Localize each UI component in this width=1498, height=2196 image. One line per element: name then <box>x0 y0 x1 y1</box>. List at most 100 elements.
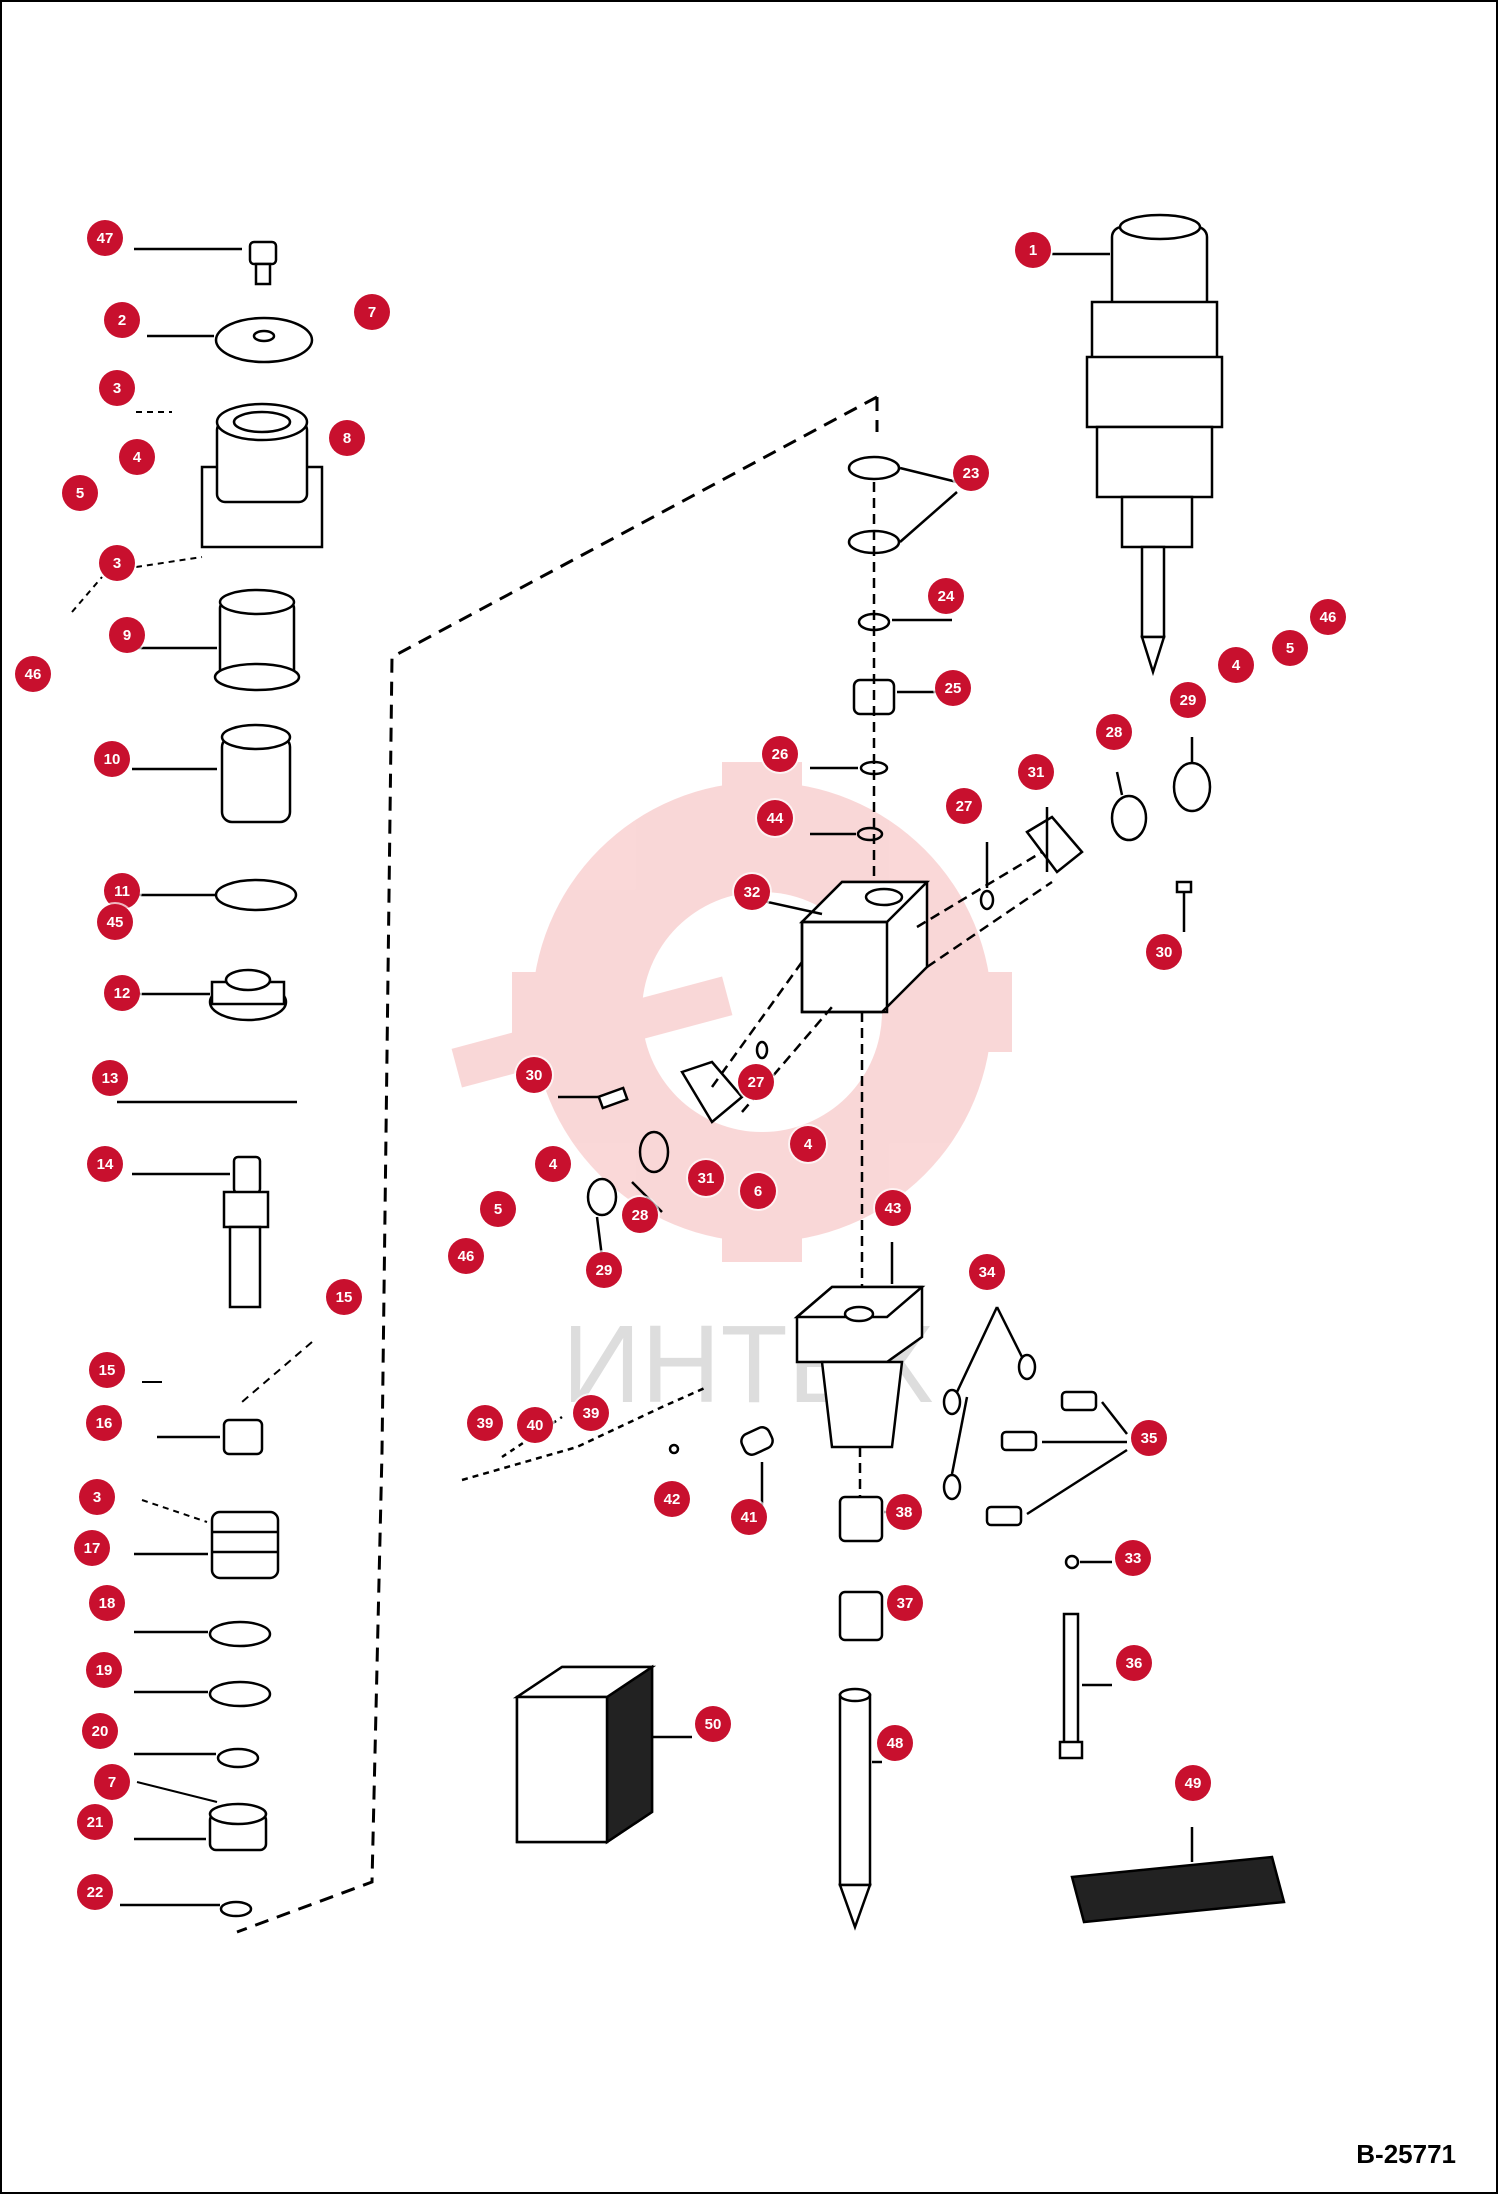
part-43-lower-body-icon <box>793 1285 926 1449</box>
callout-part-21[interactable]: 21 <box>77 1804 113 1840</box>
callout-part-26[interactable]: 26 <box>762 736 798 772</box>
callout-part-3[interactable]: 3 <box>99 370 135 406</box>
part-33-washer-icon <box>1064 1554 1080 1570</box>
part-44-ring-icon <box>856 826 884 842</box>
part-20-ring-icon <box>216 1747 260 1769</box>
callout-part-4[interactable]: 4 <box>790 1126 826 1162</box>
callout-part-34[interactable]: 34 <box>969 1254 1005 1290</box>
callout-part-29[interactable]: 29 <box>1170 682 1206 718</box>
callout-part-7[interactable]: 7 <box>354 294 390 330</box>
callout-part-18[interactable]: 18 <box>89 1585 125 1621</box>
callout-part-40[interactable]: 40 <box>517 1407 553 1443</box>
callout-part-50[interactable]: 50 <box>695 1706 731 1742</box>
part-41-pin-icon <box>740 1426 774 1456</box>
part-28-diaphragm-left-icon <box>638 1130 670 1174</box>
callout-part-1[interactable]: 1 <box>1015 232 1051 268</box>
part-17-stacked-ring-icon <box>210 1510 280 1580</box>
callout-part-10[interactable]: 10 <box>94 741 130 777</box>
part-38-bushing-icon <box>838 1495 884 1543</box>
part-32-valve-body-icon <box>798 880 931 1014</box>
drawing-id-label: B-25771 <box>1356 2139 1456 2169</box>
part-30-bolt-icon <box>1175 880 1193 894</box>
callout-part-2[interactable]: 2 <box>104 302 140 338</box>
callout-part-13[interactable]: 13 <box>92 1060 128 1096</box>
callout-part-15[interactable]: 15 <box>89 1352 125 1388</box>
callout-part-23[interactable]: 23 <box>953 455 989 491</box>
part-30-bolt-left-icon <box>597 1086 629 1110</box>
part-28-diaphragm-icon <box>1110 794 1148 842</box>
callout-part-48[interactable]: 48 <box>877 1725 913 1761</box>
callout-part-24[interactable]: 24 <box>928 578 964 614</box>
callout-part-6[interactable]: 6 <box>740 1173 776 1209</box>
part-50-manual-icon <box>512 1664 692 1845</box>
callout-part-43[interactable]: 43 <box>875 1190 911 1226</box>
callout-part-14[interactable]: 14 <box>87 1146 123 1182</box>
callout-part-38[interactable]: 38 <box>886 1494 922 1530</box>
part-47-bolt-icon <box>248 240 278 266</box>
callout-part-28[interactable]: 28 <box>1096 714 1132 750</box>
callout-part-22[interactable]: 22 <box>77 1874 113 1910</box>
callout-part-49[interactable]: 49 <box>1175 1765 1211 1801</box>
part-48-chisel-icon <box>838 1687 882 1931</box>
callout-part-8[interactable]: 8 <box>329 420 365 456</box>
callout-part-7[interactable]: 7 <box>94 1764 130 1800</box>
part-1-hydraulic-breaker-icon <box>1052 213 1224 677</box>
callout-part-31[interactable]: 31 <box>1018 754 1054 790</box>
part-16-bushing-icon <box>222 1418 264 1456</box>
callout-part-27[interactable]: 27 <box>738 1064 774 1100</box>
callout-part-36[interactable]: 36 <box>1116 1645 1152 1681</box>
callout-part-42[interactable]: 42 <box>654 1481 690 1517</box>
callout-part-20[interactable]: 20 <box>82 1713 118 1749</box>
callout-part-45[interactable]: 45 <box>97 904 133 940</box>
part-36-rod-icon <box>1062 1612 1080 1756</box>
callout-part-19[interactable]: 19 <box>86 1652 122 1688</box>
callout-part-11[interactable]: 11 <box>104 873 140 909</box>
dashed-assembly-path <box>236 395 879 1934</box>
callout-part-46[interactable]: 46 <box>15 656 51 692</box>
callout-part-4[interactable]: 4 <box>1218 647 1254 683</box>
callout-part-47[interactable]: 47 <box>87 220 123 256</box>
callout-part-5[interactable]: 5 <box>1272 630 1308 666</box>
callout-part-30[interactable]: 30 <box>516 1057 552 1093</box>
callout-part-46[interactable]: 46 <box>1310 599 1346 635</box>
callout-part-37[interactable]: 37 <box>887 1585 923 1621</box>
part-11-oring-icon <box>214 878 298 912</box>
part-27-seal-icon <box>979 889 995 911</box>
part-29-cover-icon <box>1172 761 1212 813</box>
callout-part-27[interactable]: 27 <box>946 788 982 824</box>
part-22-ring-icon <box>219 1900 253 1918</box>
callout-part-9[interactable]: 9 <box>109 617 145 653</box>
callout-part-17[interactable]: 17 <box>74 1530 110 1566</box>
part-18-ring-icon <box>208 1620 272 1648</box>
callout-part-4[interactable]: 4 <box>119 439 155 475</box>
callout-part-39[interactable]: 39 <box>573 1395 609 1431</box>
callout-part-31[interactable]: 31 <box>688 1160 724 1196</box>
part-29-cover-left-icon <box>586 1177 618 1217</box>
callout-part-41[interactable]: 41 <box>731 1499 767 1535</box>
callout-part-12[interactable]: 12 <box>104 975 140 1011</box>
callout-part-32[interactable]: 32 <box>734 874 770 910</box>
watermark-gear-icon <box>451 762 1012 1262</box>
callout-part-30[interactable]: 30 <box>1146 934 1182 970</box>
callout-part-5[interactable]: 5 <box>480 1191 516 1227</box>
callout-part-3[interactable]: 3 <box>79 1479 115 1515</box>
callout-part-16[interactable]: 16 <box>86 1405 122 1441</box>
callout-part-39[interactable]: 39 <box>467 1405 503 1441</box>
callout-part-44[interactable]: 44 <box>757 800 793 836</box>
callout-part-5[interactable]: 5 <box>62 475 98 511</box>
part-19-ring-icon <box>208 1680 272 1708</box>
callout-part-35[interactable]: 35 <box>1131 1420 1167 1456</box>
part-31-plate-left-icon <box>680 1060 744 1124</box>
callout-part-46[interactable]: 46 <box>448 1238 484 1274</box>
callout-part-25[interactable]: 25 <box>935 670 971 706</box>
callout-part-15[interactable]: 15 <box>326 1279 362 1315</box>
callout-part-28[interactable]: 28 <box>622 1197 658 1233</box>
part-14-piston-icon <box>232 1155 262 1195</box>
callout-part-33[interactable]: 33 <box>1115 1540 1151 1576</box>
callout-part-3[interactable]: 3 <box>99 545 135 581</box>
callout-part-4[interactable]: 4 <box>535 1146 571 1182</box>
part-23-washer-icon <box>847 455 901 481</box>
callout-part-29[interactable]: 29 <box>586 1252 622 1288</box>
